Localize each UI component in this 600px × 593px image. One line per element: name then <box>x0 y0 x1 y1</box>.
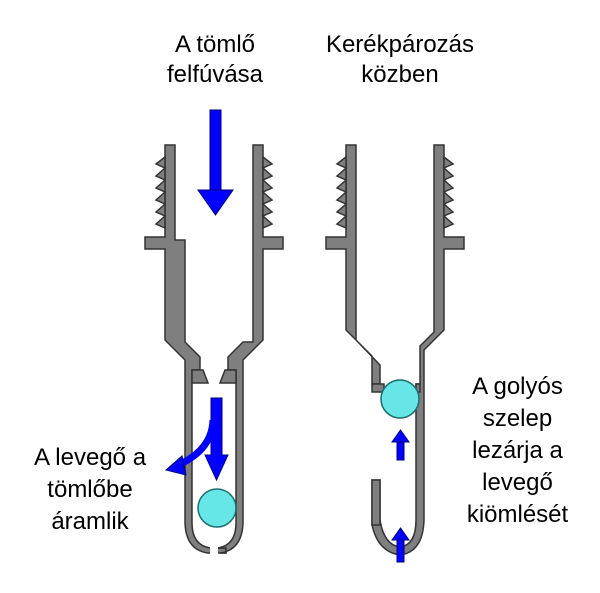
right-valve-right-threads <box>442 155 455 230</box>
right-valve-left-threads <box>335 155 348 230</box>
left-valve-right-wall <box>217 144 284 554</box>
title-right-line2: közben <box>361 61 439 88</box>
ball-valve-closed-icon <box>380 379 420 419</box>
left-valve-bottom-gap <box>210 544 218 556</box>
pressure-arrows <box>391 429 410 563</box>
left-valve-left-threads <box>154 155 167 230</box>
flow-label-line3: áramlik <box>51 508 129 535</box>
title-left-line1: A tömlő <box>174 31 256 58</box>
right-valve <box>325 144 465 556</box>
right-valve-lower-wall <box>371 479 381 526</box>
title-right-line1: Kerékpározás <box>325 31 475 58</box>
seal-label-line2: szelep <box>482 405 553 432</box>
seal-label-line5: kiömlését <box>466 501 569 528</box>
ball-valve-open-icon <box>197 488 237 528</box>
flow-label-line1: A levegő a <box>33 444 147 471</box>
left-valve <box>144 144 284 556</box>
seal-label-line4: levegő <box>482 469 553 496</box>
air-flow-arrows <box>164 397 229 482</box>
left-valve-seat <box>191 369 237 384</box>
inflate-arrow <box>197 109 234 216</box>
title-left-line2: felfúvása <box>166 61 264 88</box>
flow-label-line2: tömlőbe <box>47 476 133 503</box>
left-valve-right-threads <box>261 155 274 230</box>
right-valve-left-wall <box>325 144 381 385</box>
seal-label-line1: A golyós <box>472 373 563 400</box>
seal-label-line3: lezárja a <box>472 437 563 464</box>
